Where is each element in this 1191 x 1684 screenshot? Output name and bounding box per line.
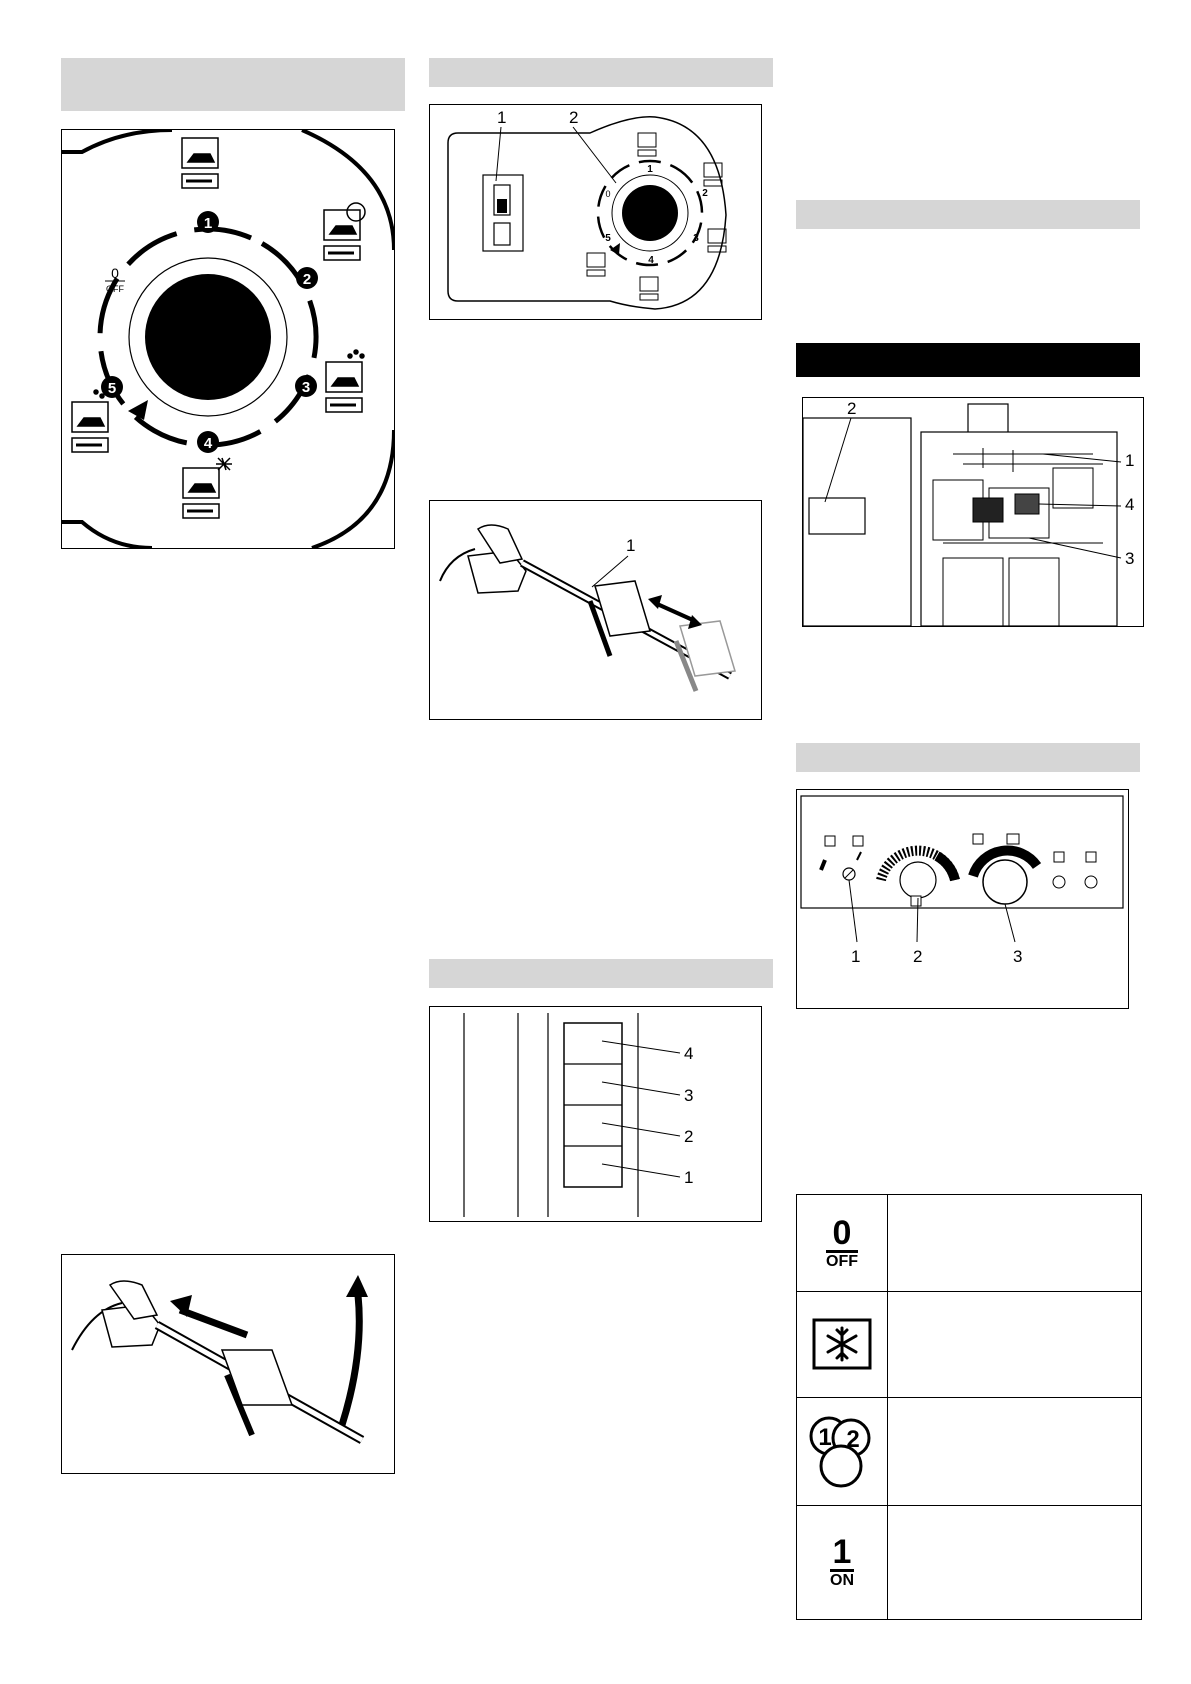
symbol-table: 0 OFF 1 [796,1194,1142,1620]
car-wax-icon [71,389,109,453]
section-header-bar [429,58,773,87]
selector-circles-icon: 1 2 [809,1416,871,1488]
panel-callout-2: 2 [569,108,578,127]
dial-position-4: 4 [197,431,219,453]
symbol-row-frost [797,1291,1141,1398]
section-header-bar [429,959,773,988]
off-symbol: 0 OFF [797,1195,888,1291]
off-symbol-text: OFF [826,1250,858,1270]
box-callout-2: 2 [684,1127,693,1146]
off-symbol-number: 0 [832,1214,852,1252]
machine-callout-1: 1 [1125,451,1134,470]
panel-off-symbol: 0 [605,189,610,199]
on-symbol-text: ON [830,1569,854,1589]
machine-callout-4: 4 [1125,495,1134,514]
heater-callout-2: 2 [913,947,922,966]
on-symbol-number: 1 [832,1533,852,1571]
machine-callout-3: 3 [1125,549,1134,568]
dial-position-3: 3 [295,375,317,397]
svg-text:2: 2 [303,271,311,288]
panel-callout-1: 1 [497,108,506,127]
dial-position-2: 2 [296,267,318,289]
brush-pull-figure [61,1254,395,1474]
symbol-row-off: 0 OFF [797,1195,1141,1292]
symbol-row-on: 1 ON [797,1505,1141,1619]
panel-position-3: 3 [693,233,699,244]
brush-telescope-figure: 1 [429,500,762,720]
dial-position-1: 1 [197,211,219,233]
box-callout-3: 3 [684,1086,693,1105]
box-callout-1: 1 [684,1168,693,1187]
warning-header-bar [796,343,1140,377]
heater-callout-1: 1 [851,947,860,966]
control-panel-figure: 1 2 1 2 3 4 5 0 [429,104,762,320]
machine-interior-figure: 2 1 4 3 [802,397,1144,627]
dial-position-5: 5 [101,376,123,398]
svg-text:4: 4 [204,435,213,452]
on-symbol: 1 ON [797,1505,888,1619]
svg-text:3: 3 [302,379,310,396]
panel-position-5: 5 [605,233,611,244]
panel-position-4: 4 [648,255,654,266]
car-spot-free-icon [182,457,232,519]
selector-number-2: 2 [846,1426,859,1453]
heater-control-figure: 1 2 3 [796,789,1129,1009]
panel-position-2: 2 [702,188,708,199]
level-box-figure: 4 3 2 1 [429,1006,762,1222]
snowflake-icon [812,1318,872,1370]
heater-callout-3: 3 [1013,947,1022,966]
box-callout-4: 4 [684,1044,693,1063]
panel-position-1: 1 [647,164,653,175]
symbol-row-select: 1 2 [797,1397,1141,1506]
selector-number-1: 1 [818,1424,831,1451]
brush-callout-1: 1 [626,536,635,555]
svg-text:1: 1 [204,215,212,232]
section-header-bar [796,200,1140,229]
dial-off-label: OFF [106,284,124,294]
program-dial-figure: 1 2 3 4 5 0 OFF [61,129,395,549]
section-header-bar [61,58,405,111]
car-rinse-icon [325,349,365,413]
car-wash-foam-icon [323,202,366,261]
svg-text:5: 5 [108,380,116,397]
car-wash-high-pressure-icon [181,137,219,189]
dial-off-number: 0 [111,265,119,281]
section-header-bar [796,743,1140,772]
machine-callout-2: 2 [847,399,856,418]
